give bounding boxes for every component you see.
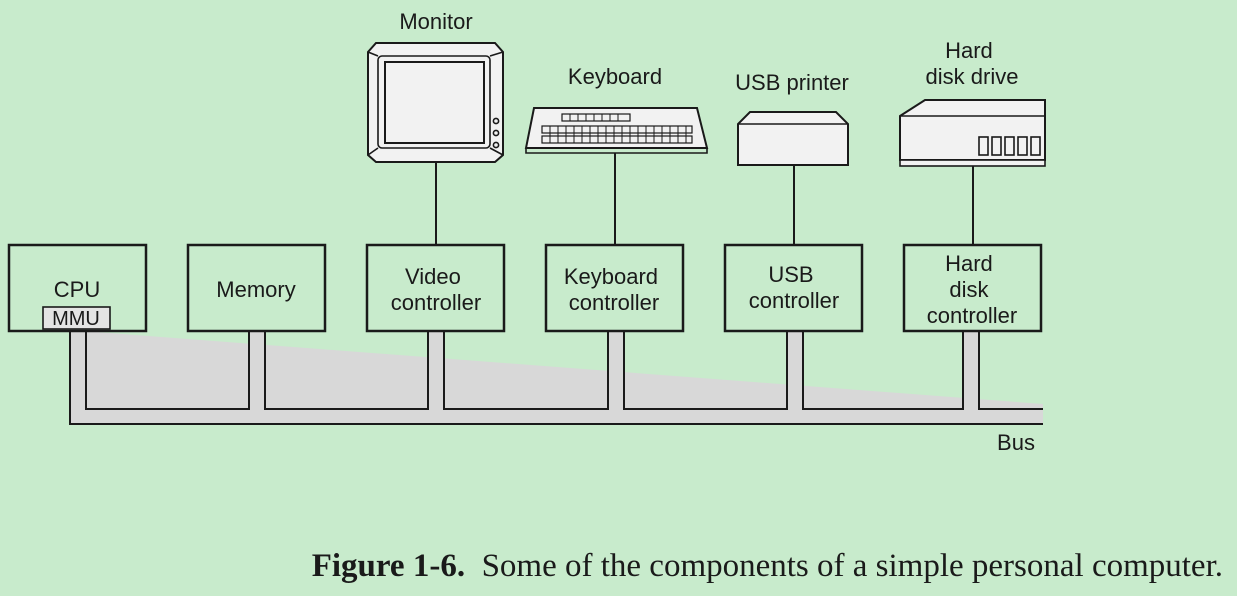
bus — [69, 330, 1043, 425]
hard-disk-drive-label: Hard disk drive — [926, 38, 1019, 89]
mmu-box — [42, 306, 111, 330]
monitor-icon — [367, 42, 504, 163]
usb-controller-label: USB controller — [749, 262, 839, 313]
cpu-label: CPU — [54, 277, 100, 302]
memory-label: Memory — [216, 277, 295, 302]
hard-disk-controller-box: Hard disk controller — [902, 243, 1043, 333]
keyboard-icon — [524, 107, 709, 154]
usb-controller-box: USB controller — [723, 243, 864, 333]
mmu-label: MMU — [52, 308, 100, 330]
video-controller-label: Video controller — [391, 264, 481, 315]
printer-icon — [737, 111, 849, 166]
hard-disk-controller-label: Hard disk controller — [927, 251, 1017, 328]
keyboard-controller-label: Keyboard controller — [564, 264, 664, 315]
device-connectors — [435, 153, 974, 245]
figure-caption: Figure 1-6. Some of the components of a … — [0, 548, 1223, 585]
monitor-label: Monitor — [399, 9, 472, 34]
memory-box: Memory — [186, 243, 327, 333]
figure-number: Figure 1-6. — [311, 548, 466, 584]
keyboard-device-label: Keyboard — [568, 64, 662, 89]
video-controller-box: Video controller — [365, 243, 506, 333]
keyboard-controller-box: Keyboard controller — [544, 243, 685, 333]
figure-caption-text: Some of the components of a simple perso… — [481, 548, 1223, 584]
printer-label: USB printer — [735, 70, 849, 95]
hard-disk-drive-icon — [899, 99, 1046, 167]
bus-label: Bus — [997, 430, 1035, 455]
cpu-box: CPU MMU — [7, 243, 148, 333]
